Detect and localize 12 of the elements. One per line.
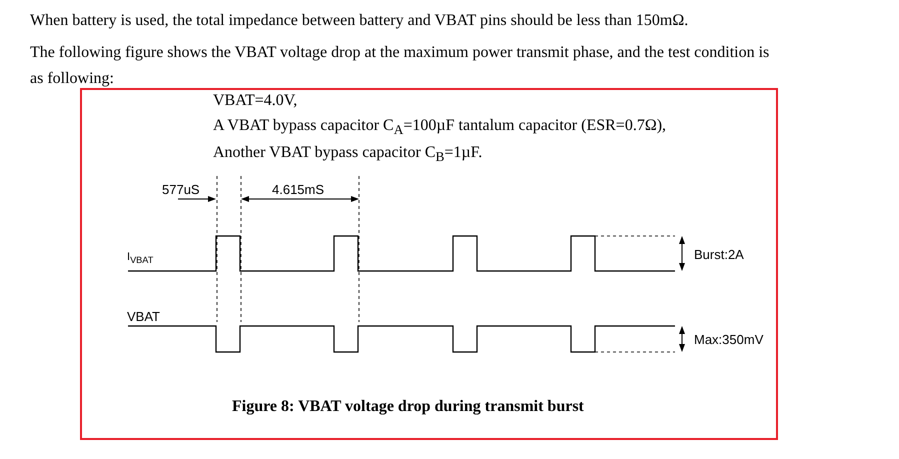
signal-name: VBAT bbox=[127, 309, 160, 324]
signal-name: I$_{VBAT}$ bbox=[127, 251, 154, 266]
intro-text: The following figure shows the VBAT voltage drop at the maximum power transmit phase, and the test condition is as following: bbox=[30, 43, 770, 89]
test-condition: A VBAT bypass capacitor C$_{A}$=100µF tantalum capacitor (ESR=0.7Ω), bbox=[213, 117, 666, 138]
test-condition: VBAT=4.0V, bbox=[213, 92, 298, 110]
figure-caption: Figure 8: VBAT voltage drop during transmit burst bbox=[232, 398, 584, 416]
test-condition: Another VBAT bypass capacitor C$_{B}$=1µF. bbox=[213, 144, 482, 166]
intro-text: When battery is used, the total impedance between battery and VBAT pins should be less than 150mΩ. bbox=[30, 12, 688, 30]
amplitude-label: Burst:2A bbox=[694, 247, 744, 262]
time-label: 4.615mS bbox=[272, 182, 324, 197]
time-label: 577uS bbox=[162, 182, 200, 197]
amplitude-label: Max:350mV bbox=[694, 332, 764, 347]
